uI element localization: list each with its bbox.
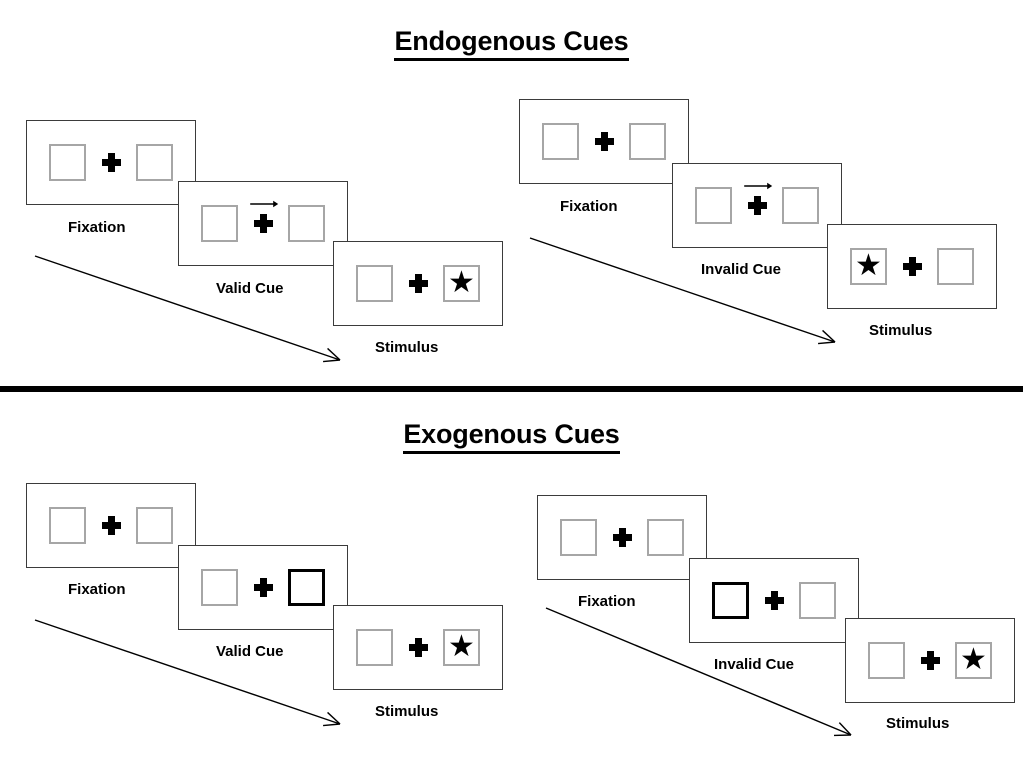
fixation-cross-wrap: [250, 578, 276, 597]
stimulus-box-right: ★: [955, 642, 992, 679]
section-title-text-exogenous: Exogenous Cues: [403, 419, 620, 454]
stimulus-box-left: [356, 629, 393, 666]
panel-caption-exogenous-valid-valid-cue: Valid Cue: [216, 643, 284, 660]
star-icon: ★: [448, 265, 475, 299]
fixation-cross-icon: [253, 578, 273, 597]
stimulus-box-right: ★: [443, 629, 480, 666]
stimulus-box-left: [542, 123, 579, 160]
panel-caption-endogenous-valid-fixation: Fixation: [68, 219, 126, 236]
panel-caption-exogenous-valid-fixation: Fixation: [68, 581, 126, 598]
fixation-cross-icon: [101, 153, 121, 172]
stimulus-box-right: ★: [443, 265, 480, 302]
trial-panel-exogenous-invalid-stimulus: ★: [845, 618, 1015, 703]
section-title-endogenous: Endogenous Cues: [0, 26, 1023, 61]
stimulus-box-right: [937, 248, 974, 285]
panel-content: [712, 582, 836, 619]
section-divider: [0, 386, 1023, 392]
trial-panel-exogenous-invalid-fixation: [537, 495, 707, 580]
stimulus-box-right: [136, 144, 173, 181]
fixation-cross-wrap: [98, 516, 124, 535]
panel-content: [560, 519, 684, 556]
panel-caption-endogenous-invalid-stimulus: Stimulus: [869, 322, 933, 339]
stimulus-box-left: ★: [850, 248, 887, 285]
fixation-cross-wrap: [405, 274, 431, 293]
flow-arrow-exogenous-valid: [34, 619, 341, 727]
stimulus-box-right: [288, 205, 325, 242]
stimulus-box-left-cued: [712, 582, 749, 619]
panel-content: [49, 507, 173, 544]
fixation-cross-wrap: [899, 257, 925, 276]
panel-caption-endogenous-valid-stimulus: Stimulus: [375, 339, 439, 356]
stimulus-box-left: [49, 144, 86, 181]
fixation-cross-wrap: [761, 591, 787, 610]
trial-panel-exogenous-valid-fixation: [26, 483, 196, 568]
trial-panel-endogenous-valid-fixation: [26, 120, 196, 205]
stimulus-box-left: [356, 265, 393, 302]
fixation-cross-wrap: [591, 132, 617, 151]
fixation-cross-wrap: [250, 200, 279, 233]
trial-panel-endogenous-invalid-stimulus: ★: [827, 224, 997, 309]
fixation-cross-icon: [920, 651, 940, 670]
fixation-cross-wrap: [744, 182, 773, 215]
flow-arrow-endogenous-valid: [34, 255, 341, 363]
trial-panel-exogenous-valid-valid-cue: [178, 545, 348, 630]
panel-caption-exogenous-valid-stimulus: Stimulus: [375, 703, 439, 720]
section-title-text-endogenous: Endogenous Cues: [394, 26, 629, 61]
trial-panel-endogenous-invalid-invalid-cue: [672, 163, 842, 248]
fixation-cross-wrap: [98, 153, 124, 172]
panel-caption-endogenous-valid-valid-cue: Valid Cue: [216, 280, 284, 297]
fixation-cross-wrap: [917, 651, 943, 670]
stimulus-box-right: [629, 123, 666, 160]
panel-content: ★: [850, 248, 974, 285]
stimulus-box-left: [695, 187, 732, 224]
trial-panel-endogenous-valid-valid-cue: [178, 181, 348, 266]
panel-content: [542, 123, 666, 160]
trial-panel-exogenous-invalid-invalid-cue: [689, 558, 859, 643]
panel-content: ★: [356, 265, 480, 302]
panel-content: [201, 200, 325, 242]
cue-arrow-right-icon: [744, 182, 773, 190]
panel-content: [49, 144, 173, 181]
stimulus-box-left: [201, 569, 238, 606]
panel-content: ★: [356, 629, 480, 666]
panel-content: ★: [868, 642, 992, 679]
fixation-cross-icon: [101, 516, 121, 535]
fixation-cross-icon: [594, 132, 614, 151]
flow-arrow-endogenous-invalid: [529, 237, 836, 345]
panel-caption-endogenous-invalid-invalid-cue: Invalid Cue: [701, 261, 782, 278]
fixation-cross-icon: [612, 528, 632, 547]
trial-panel-endogenous-valid-stimulus: ★: [333, 241, 503, 326]
section-title-exogenous: Exogenous Cues: [0, 419, 1023, 454]
flow-arrow-exogenous-invalid: [545, 607, 852, 737]
stimulus-box-left: [49, 507, 86, 544]
stimulus-box-right: [782, 187, 819, 224]
panel-caption-exogenous-invalid-invalid-cue: Invalid Cue: [714, 656, 795, 673]
trial-panel-endogenous-invalid-fixation: [519, 99, 689, 184]
fixation-cross-icon: [253, 214, 273, 233]
star-icon: ★: [448, 629, 475, 663]
trial-panel-exogenous-valid-stimulus: ★: [333, 605, 503, 690]
stimulus-box-left: [868, 642, 905, 679]
stimulus-box-left: [560, 519, 597, 556]
fixation-cross-icon: [408, 638, 428, 657]
fixation-cross-wrap: [609, 528, 635, 547]
stimulus-box-right: [647, 519, 684, 556]
panel-content: [201, 569, 325, 606]
panel-content: [695, 182, 819, 224]
stimulus-box-left: [201, 205, 238, 242]
star-icon: ★: [960, 642, 987, 676]
panel-caption-exogenous-invalid-fixation: Fixation: [578, 593, 636, 610]
cue-arrow-right-icon: [250, 200, 279, 208]
stimulus-box-right: [799, 582, 836, 619]
fixation-cross-icon: [747, 196, 767, 215]
panel-caption-exogenous-invalid-stimulus: Stimulus: [886, 715, 950, 732]
star-icon: ★: [855, 248, 882, 282]
fixation-cross-icon: [902, 257, 922, 276]
panel-caption-endogenous-invalid-fixation: Fixation: [560, 198, 618, 215]
fixation-cross-icon: [408, 274, 428, 293]
stimulus-box-right: [136, 507, 173, 544]
stimulus-box-right-cued: [288, 569, 325, 606]
fixation-cross-icon: [764, 591, 784, 610]
fixation-cross-wrap: [405, 638, 431, 657]
